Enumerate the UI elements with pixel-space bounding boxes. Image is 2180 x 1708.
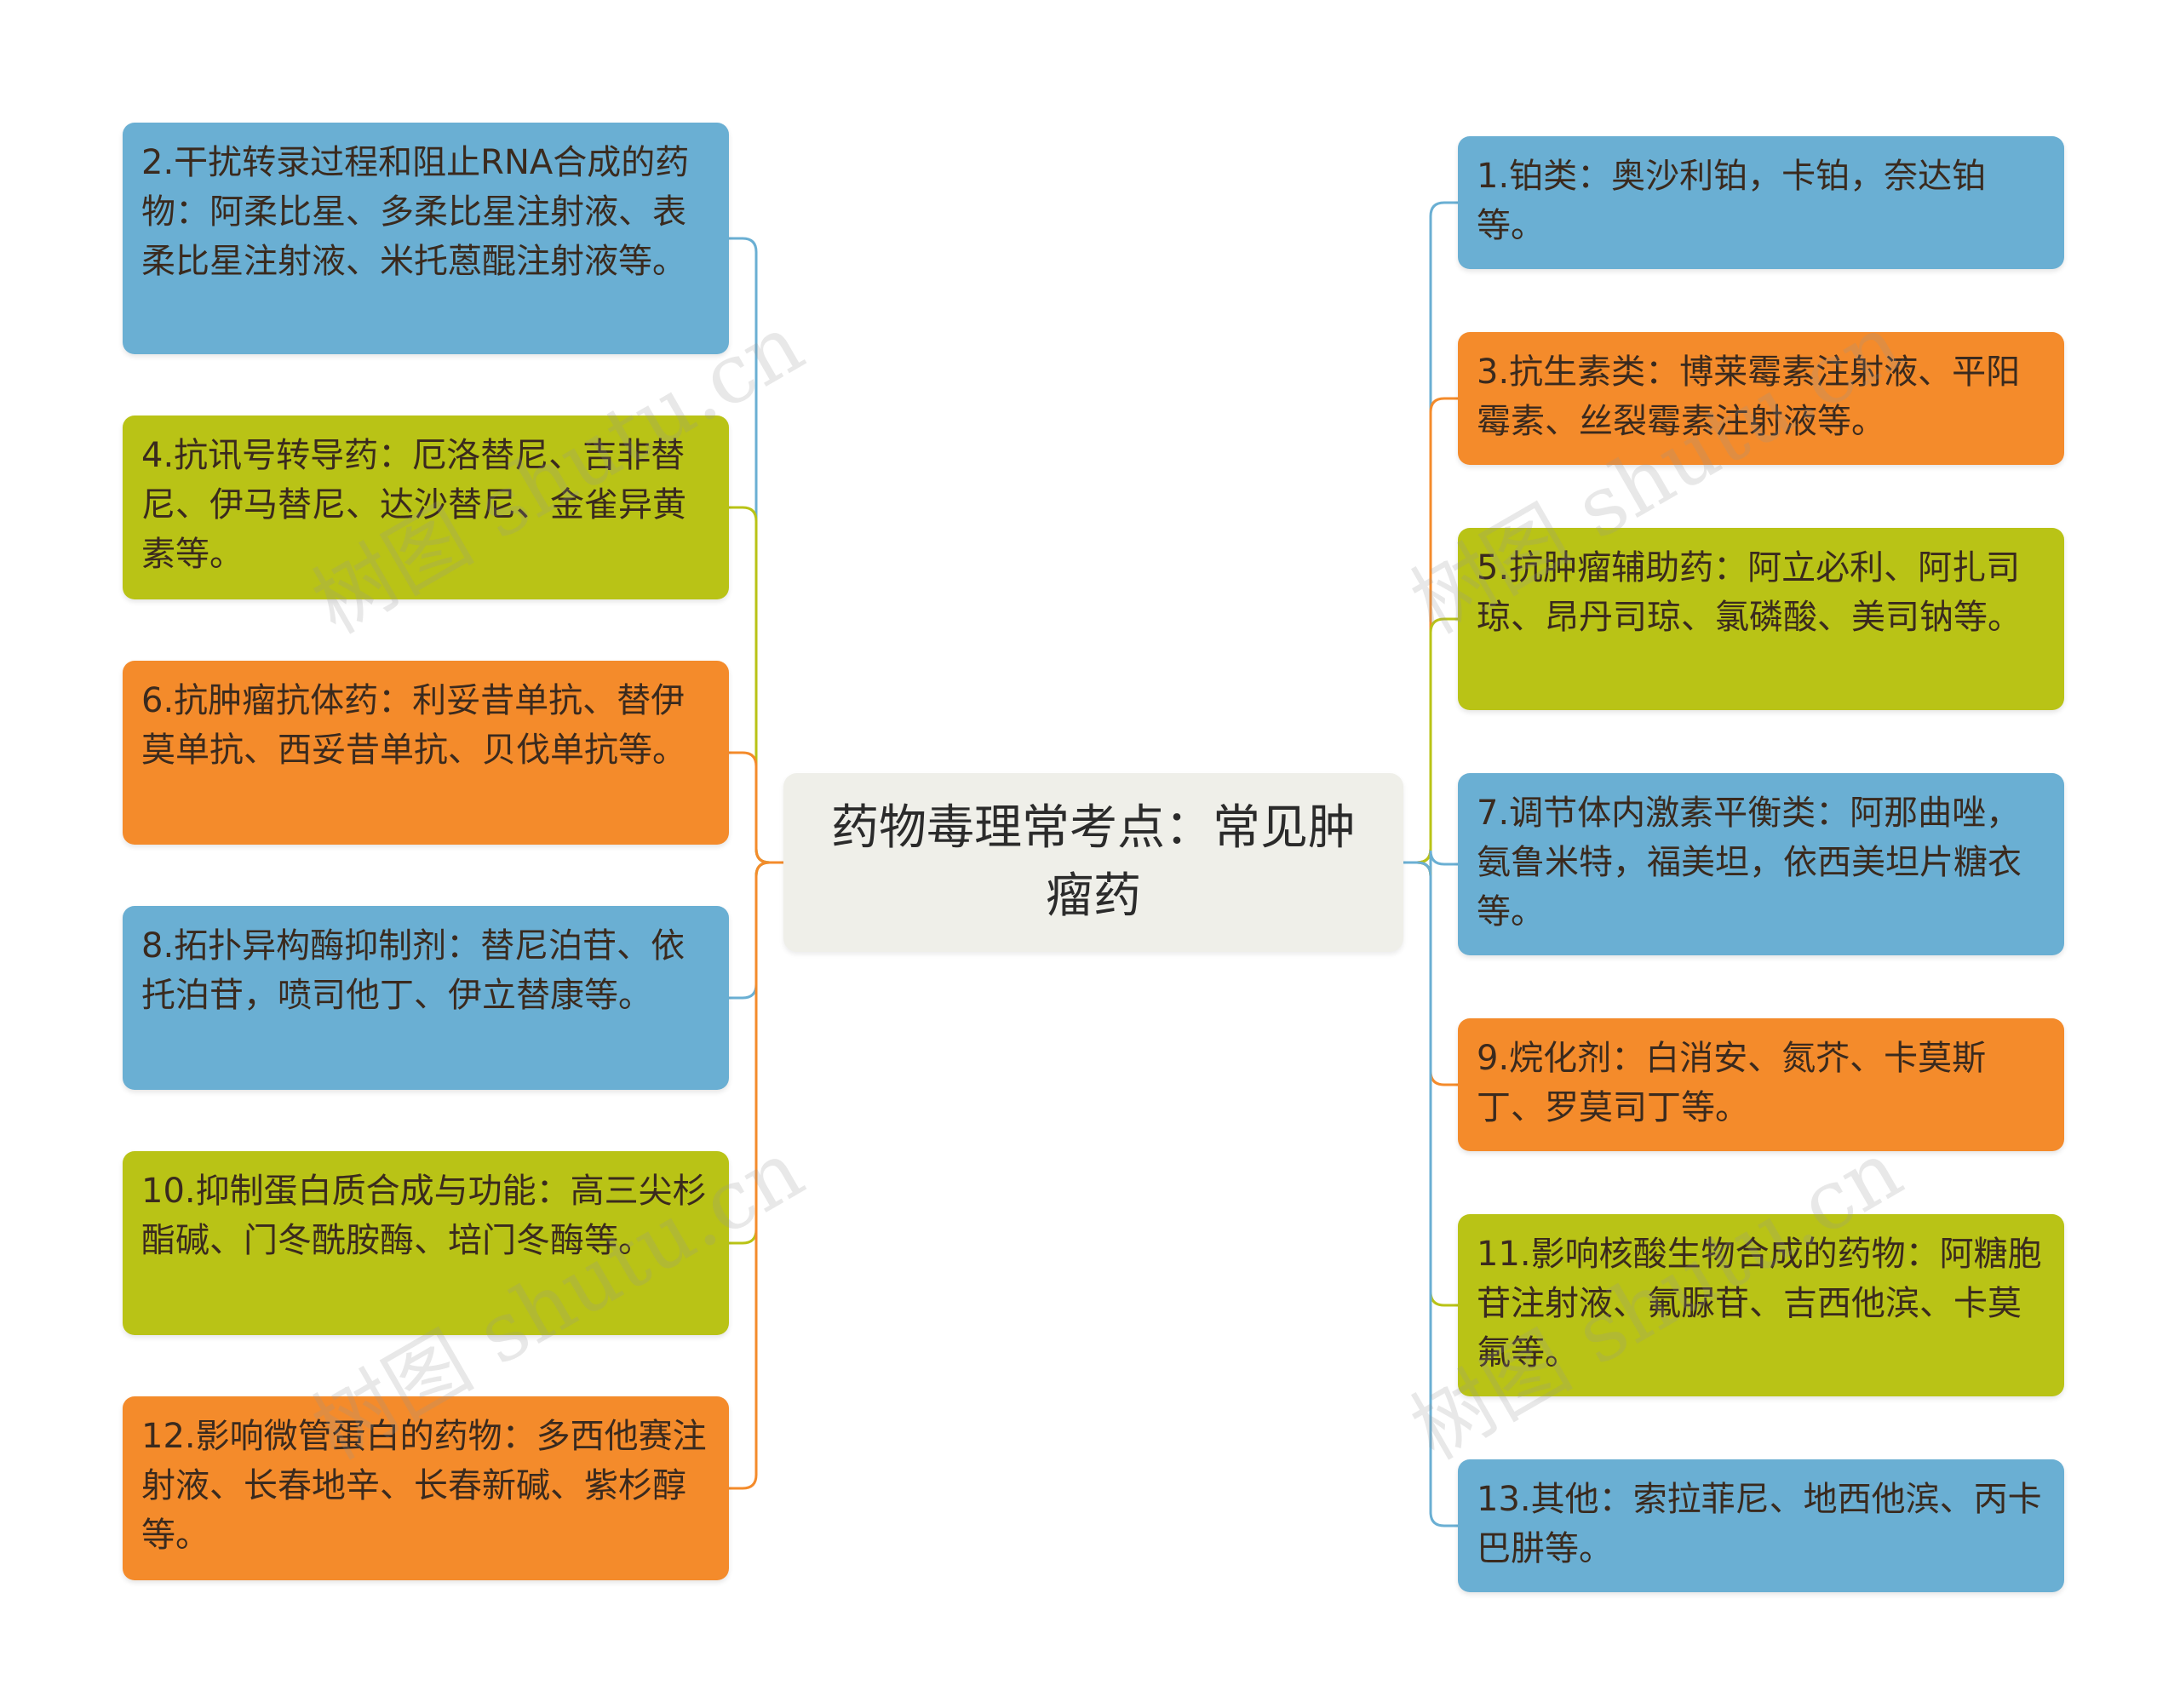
branch-node-text: 7.调节体内激素平衡类：阿那曲唑，氨鲁米特，福美坦，依西美坦片糖衣等。: [1477, 794, 2022, 931]
branch-node-text: 13.其他：索拉菲尼、地西他滨、丙卡巴肼等。: [1477, 1480, 2042, 1568]
branch-node-text: 9.烷化剂：白消安、氮芥、卡莫斯丁、罗莫司丁等。: [1477, 1039, 1987, 1127]
branch-node-text: 12.影响微管蛋白的药物：多西他赛注射液、长春地辛、长春新碱、紫杉醇等。: [141, 1417, 707, 1555]
branch-node-text: 11.影响核酸生物合成的药物：阿糖胞苷注射液、氟脲苷、吉西他滨、卡莫氟等。: [1477, 1235, 2042, 1373]
branch-node-13[interactable]: 13.其他：索拉菲尼、地西他滨、丙卡巴肼等。: [1458, 1459, 2064, 1592]
connector-r-2: [1403, 617, 1458, 864]
branch-node-6[interactable]: 6.抗肿瘤抗体药：利妥昔单抗、替伊莫单抗、西妥昔单抗、贝伐单抗等。: [123, 661, 729, 845]
center-topic[interactable]: 药物毒理常考点：常见肿瘤药: [783, 773, 1403, 952]
branch-node-3[interactable]: 3.抗生素类：博莱霉素注射液、平阳霉素、丝裂霉素注射液等。: [1458, 332, 2064, 465]
branch-node-text: 6.抗肿瘤抗体药：利妥昔单抗、替伊莫单抗、西妥昔单抗、贝伐单抗等。: [141, 681, 686, 770]
branch-node-text: 10.抑制蛋白质合成与功能：高三尖杉酯碱、门冬酰胺酶、培门冬酶等。: [141, 1172, 707, 1260]
branch-node-7[interactable]: 7.调节体内激素平衡类：阿那曲唑，氨鲁米特，福美坦，依西美坦片糖衣等。: [1458, 773, 2064, 955]
branch-node-text: 2.干扰转录过程和阻止RNA合成的药物：阿柔比星、多柔比星注射液、表柔比星注射液…: [141, 143, 690, 281]
branch-node-text: 3.抗生素类：博莱霉素注射液、平阳霉素、丝裂霉素注射液等。: [1477, 352, 2021, 441]
connector-l-2: [729, 751, 783, 864]
connector-r-6: [1403, 861, 1458, 1527]
branch-node-1[interactable]: 1.铂类：奥沙利铂，卡铂，奈达铂等。: [1458, 136, 2064, 269]
branch-node-text: 5.抗肿瘤辅助药：阿立必利、阿扎司琼、昂丹司琼、氯磷酸、美司钠等。: [1477, 548, 2022, 637]
branch-node-text: 8.拓扑异构酶抑制剂：替尼泊苷、依托泊苷，喷司他丁、伊立替康等。: [141, 926, 686, 1015]
connector-l-5: [729, 861, 783, 1490]
branch-node-5[interactable]: 5.抗肿瘤辅助药：阿立必利、阿扎司琼、昂丹司琼、氯磷酸、美司钠等。: [1458, 528, 2064, 710]
center-topic-title: 药物毒理常考点：常见肿瘤药: [831, 800, 1356, 924]
branch-node-text: 4.抗讯号转导药：厄洛替尼、吉非替尼、伊马替尼、达沙替尼、金雀异黄素等。: [141, 436, 686, 574]
branch-node-text: 1.铂类：奥沙利铂，卡铂，奈达铂等。: [1477, 157, 1987, 245]
branch-node-4[interactable]: 4.抗讯号转导药：厄洛替尼、吉非替尼、伊马替尼、达沙替尼、金雀异黄素等。: [123, 416, 729, 599]
branch-node-9[interactable]: 9.烷化剂：白消安、氮芥、卡莫斯丁、罗莫司丁等。: [1458, 1018, 2064, 1151]
branch-node-11[interactable]: 11.影响核酸生物合成的药物：阿糖胞苷注射液、氟脲苷、吉西他滨、卡莫氟等。: [1458, 1214, 2064, 1396]
branch-node-12[interactable]: 12.影响微管蛋白的药物：多西他赛注射液、长春地辛、长春新碱、紫杉醇等。: [123, 1396, 729, 1580]
branch-node-10[interactable]: 10.抑制蛋白质合成与功能：高三尖杉酯碱、门冬酰胺酶、培门冬酶等。: [123, 1151, 729, 1335]
branch-node-2[interactable]: 2.干扰转录过程和阻止RNA合成的药物：阿柔比星、多柔比星注射液、表柔比星注射液…: [123, 123, 729, 354]
branch-node-8[interactable]: 8.拓扑异构酶抑制剂：替尼泊苷、依托泊苷，喷司他丁、伊立替康等。: [123, 906, 729, 1090]
